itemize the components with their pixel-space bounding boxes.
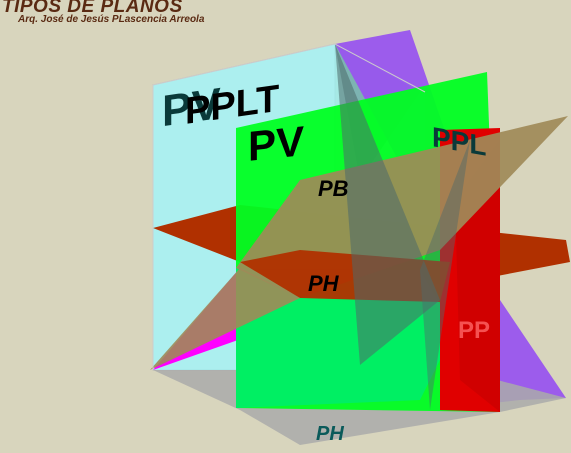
label-ph-bottom: PH xyxy=(316,423,344,445)
label-pv-front: PV xyxy=(248,117,304,170)
center-dark-wedge xyxy=(335,44,440,365)
label-ph: PH xyxy=(308,271,340,296)
label-pb: PB xyxy=(318,176,349,201)
label-pv-back: PV xyxy=(162,79,221,136)
author-credit: Arq. José de Jesús PLascencia Arreola xyxy=(18,14,205,25)
center-dark-wedge-2 xyxy=(420,140,470,410)
oblique-lower-triangle xyxy=(150,268,300,370)
label-pp: PP xyxy=(458,317,490,344)
diagram-title: TIPOS DE PLANOS xyxy=(2,0,183,17)
cube-frame xyxy=(152,43,426,93)
